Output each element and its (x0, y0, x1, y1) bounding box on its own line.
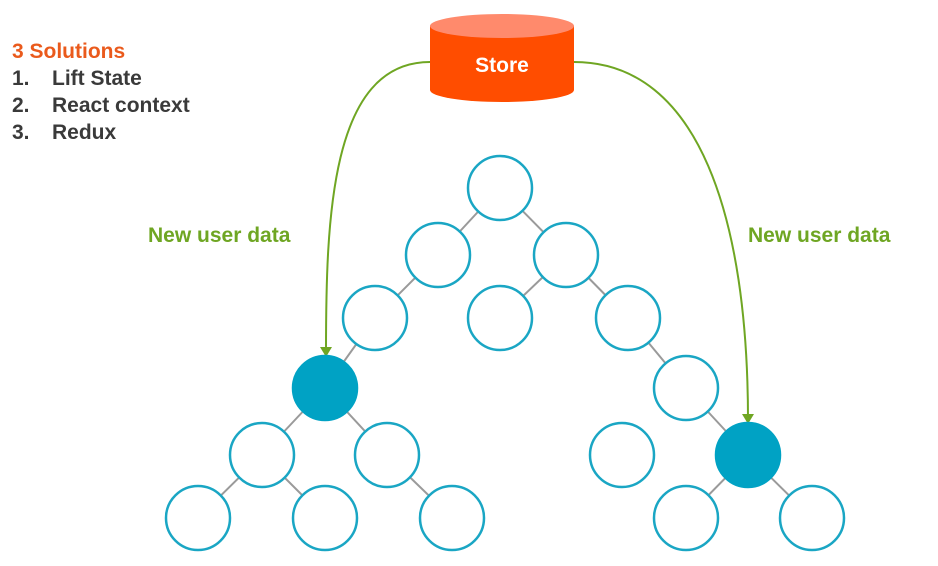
solutions-heading: 3 Solutions (12, 40, 126, 63)
solution-number: 1. (12, 67, 30, 90)
tree-node (291, 484, 359, 552)
solution-number: 2. (12, 94, 30, 117)
solution-label: React context (52, 94, 190, 117)
tree-node (778, 484, 846, 552)
solution-label: Redux (52, 121, 117, 144)
tree-node (652, 354, 720, 422)
solution-item-1: 1. Lift State (12, 65, 190, 92)
right-arrowhead (742, 414, 754, 424)
tree-node (418, 484, 486, 552)
solutions-list: 3 Solutions 1. Lift State 2. React context… (12, 38, 190, 146)
solution-label: Lift State (52, 67, 142, 90)
left-data-arrow (325, 61, 431, 353)
tree-node (588, 421, 656, 489)
tree-node (353, 421, 421, 489)
tree-node (404, 221, 472, 289)
highlighted-tree-node (291, 354, 359, 422)
left-arrowhead (320, 347, 332, 357)
left-arrow-label: New user data (148, 224, 291, 247)
store-cylinder (430, 14, 574, 102)
solution-number: 3. (12, 121, 30, 144)
tree-node (466, 284, 534, 352)
tree-node (532, 221, 600, 289)
tree-node (652, 484, 720, 552)
solution-item-2: 2. React context (12, 92, 190, 119)
tree-node (341, 284, 409, 352)
right-data-arrow (573, 61, 749, 421)
store-cylinder-body (430, 26, 574, 102)
data-flow-arrows (320, 61, 754, 424)
tree-nodes (164, 154, 846, 552)
right-arrow-label: New user data (748, 224, 891, 247)
store-cylinder-top (430, 14, 574, 38)
tree-node (466, 154, 534, 222)
tree-node (228, 421, 296, 489)
store-label: Store (475, 54, 529, 77)
solution-item-3: 3. Redux (12, 119, 190, 146)
highlighted-tree-node (714, 421, 782, 489)
tree-node (594, 284, 662, 352)
tree-node (164, 484, 232, 552)
